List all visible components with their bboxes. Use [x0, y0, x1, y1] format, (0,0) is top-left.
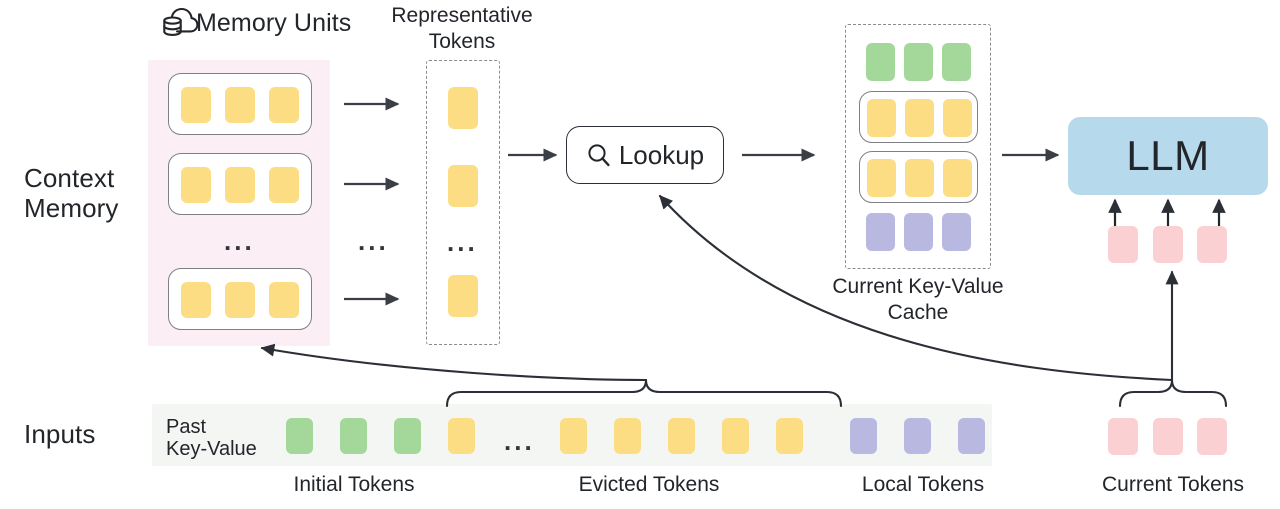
caption-current-tokens: Current Tokens	[1101, 473, 1245, 496]
representative-tokens-ellipsis: ...	[447, 227, 478, 257]
token	[905, 99, 934, 137]
kv-row-yellow-2	[859, 151, 978, 203]
representative-tokens-box: ...	[426, 60, 500, 345]
representative-token-2	[448, 165, 478, 207]
caption-initial-tokens: Initial Tokens	[293, 473, 415, 496]
input-token-local-2	[904, 418, 931, 454]
token	[269, 87, 299, 123]
token	[269, 282, 299, 318]
arrow-column-ellipsis: ...	[358, 226, 389, 256]
input-token-current-1	[1108, 418, 1138, 455]
context-memory-label-line1: Context	[24, 163, 115, 193]
token	[225, 282, 255, 318]
token	[181, 282, 211, 318]
current-tokens-to-llm-arrows	[1108, 198, 1226, 226]
llm-label: LLM	[1126, 132, 1210, 179]
cloud-database-icon	[163, 7, 199, 36]
token	[904, 213, 933, 251]
token	[943, 159, 972, 197]
memory-unit-3[interactable]	[168, 268, 312, 330]
token	[181, 87, 211, 123]
kv-cache-title-line2: Cache	[887, 301, 949, 324]
token	[942, 213, 971, 251]
llm-input-token-1	[1108, 226, 1138, 263]
input-token-evicted-4	[668, 418, 695, 454]
caption-local-tokens: Local Tokens	[861, 473, 985, 496]
kv-row-yellow-1	[859, 91, 978, 143]
input-token-initial-2	[340, 418, 367, 454]
current-kv-cache-box	[845, 24, 991, 269]
input-token-evicted-1	[448, 418, 475, 454]
input-token-evicted-5	[722, 418, 749, 454]
token	[905, 159, 934, 197]
llm-block[interactable]: LLM	[1068, 117, 1268, 195]
input-token-local-1	[850, 418, 877, 454]
search-icon	[588, 144, 610, 167]
token	[269, 167, 299, 203]
memory-units-icon	[160, 6, 202, 51]
lookup-button[interactable]: Lookup	[566, 126, 724, 184]
input-token-evicted-2	[560, 418, 587, 454]
token	[181, 167, 211, 203]
representative-token-1	[448, 87, 478, 129]
token	[943, 99, 972, 137]
representative-tokens-title-line1: Representative	[391, 4, 533, 27]
token	[867, 159, 896, 197]
lookup-label: Lookup	[618, 139, 705, 170]
lookup-to-kvcache-arrow	[742, 148, 816, 162]
input-token-evicted-3	[614, 418, 641, 454]
memory-units-label: Memory Units	[196, 9, 352, 37]
kv-cache-title-line1: Current Key-Value	[832, 275, 1004, 298]
token	[866, 43, 895, 81]
token	[942, 43, 971, 81]
representative-token-3	[448, 275, 478, 317]
memory-unit-1[interactable]	[168, 73, 312, 135]
input-token-current-3	[1197, 418, 1227, 455]
memory-unit-2[interactable]	[168, 153, 312, 215]
memory-units-ellipsis: ...	[224, 226, 255, 256]
input-token-initial-1	[286, 418, 313, 454]
token	[866, 213, 895, 251]
input-token-current-2	[1153, 418, 1183, 455]
input-token-initial-3	[394, 418, 421, 454]
token	[904, 43, 933, 81]
kvcache-to-llm-arrow	[1002, 148, 1060, 162]
context-memory-label-line2: Memory	[24, 193, 119, 223]
inputs-ellipsis: ...	[504, 426, 535, 456]
memory-to-representative-arrows	[344, 97, 400, 306]
token	[225, 167, 255, 203]
token	[867, 99, 896, 137]
inputs-label: Inputs	[24, 419, 96, 449]
input-token-evicted-6	[776, 418, 803, 454]
llm-input-token-3	[1197, 226, 1227, 263]
past-kv-label-line2: Key-Value	[166, 438, 257, 460]
token	[225, 87, 255, 123]
caption-evicted-tokens: Evicted Tokens	[578, 473, 720, 496]
representative-tokens-title-line2: Tokens	[428, 30, 496, 53]
representative-to-lookup-arrow	[508, 148, 558, 162]
llm-input-token-2	[1153, 226, 1183, 263]
input-token-local-3	[958, 418, 985, 454]
past-kv-label-line1: Past	[166, 416, 207, 438]
